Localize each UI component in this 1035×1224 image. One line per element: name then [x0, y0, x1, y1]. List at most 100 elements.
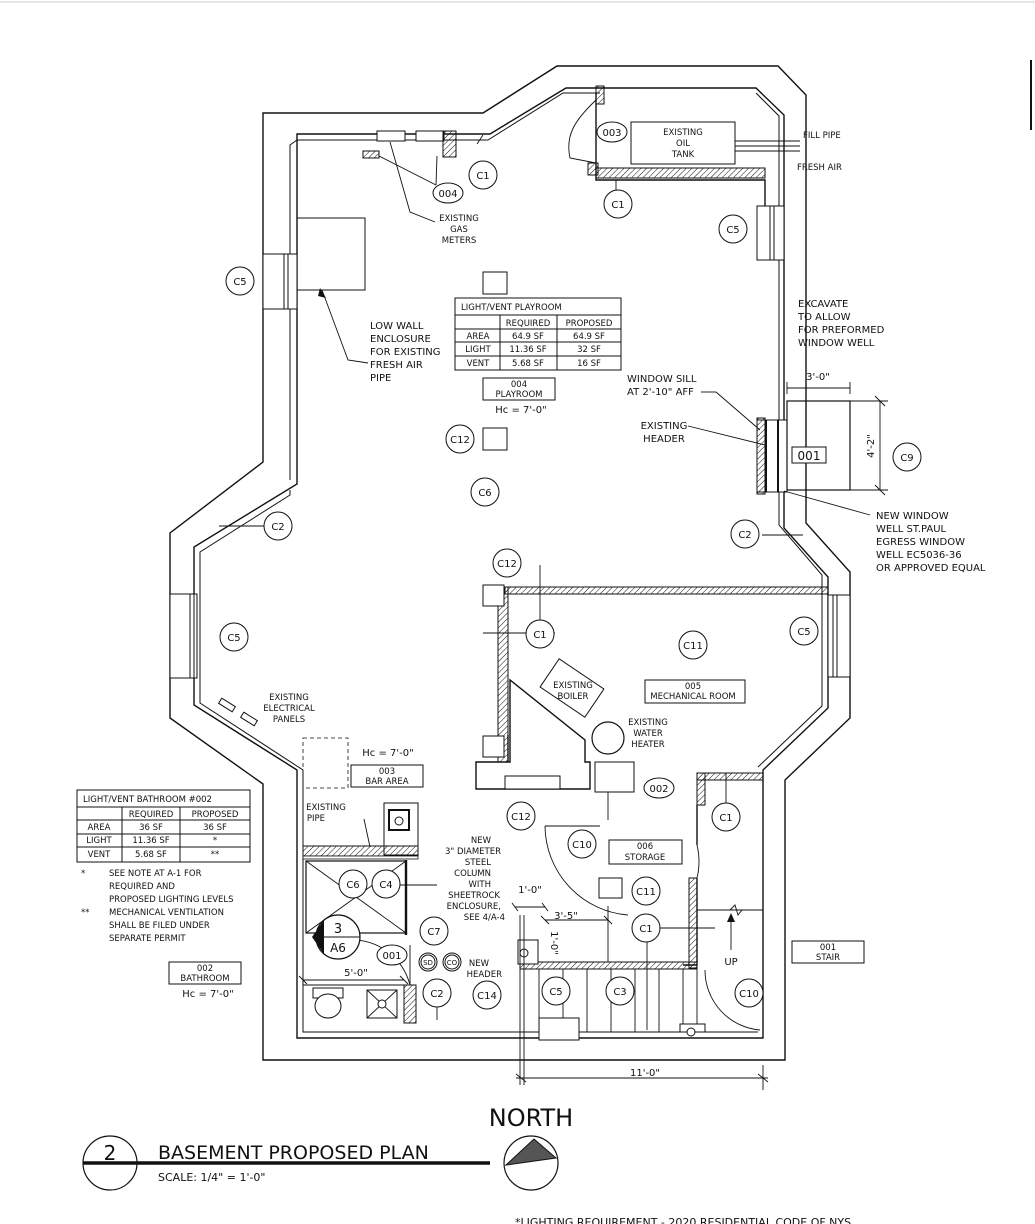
keynote-c7: C7 — [427, 927, 440, 938]
table-playroom-cell: 5.68 SF — [512, 359, 544, 369]
window-sill-label-1: WINDOW SILL — [627, 374, 697, 385]
table-playroom-cell: 11.36 SF — [509, 345, 546, 355]
note-2-line-3: SEPARATE PERMIT — [109, 934, 186, 944]
table-bathroom-cell: 11.36 SF — [132, 836, 169, 846]
dim-4-2: 4'-2" — [866, 434, 877, 458]
playroom-column-south — [482, 427, 508, 451]
keynote-c10: C10 — [739, 989, 759, 1000]
table-playroom-header: REQUIRED — [506, 319, 551, 329]
table-playroom-cell: 32 SF — [577, 345, 601, 355]
oil-tank-label-3: TANK — [671, 150, 695, 160]
door-tag-001: 001 — [382, 951, 401, 962]
keynote-tags: C1 C1 C5 C5 C12 C6 C9 C2 C2 C12 C5 C1 C1… — [219, 160, 922, 1010]
table-bathroom-cell: * — [213, 836, 217, 846]
table-bathroom-cell: LIGHT — [86, 836, 112, 846]
table-playroom-title: LIGHT/VENT PLAYROOM — [461, 303, 562, 313]
steel-column-label-5: WITH — [469, 880, 492, 890]
keynote-c5: C5 — [797, 627, 810, 638]
dimension-lines — [298, 902, 769, 1090]
new-window-label-3: EGRESS WINDOW — [876, 537, 965, 548]
bar-number: 003 — [379, 767, 395, 777]
keynote-c10: C10 — [572, 840, 592, 851]
note-1-line-2: REQUIRED AND — [109, 882, 175, 892]
annotation-labels: EXISTING OIL TANK FILL PIPE FRESH AIR EX… — [263, 128, 986, 980]
oil-tank-label-2: OIL — [676, 139, 690, 149]
oil-tank-area — [568, 85, 800, 206]
door-tags: 003 004 002 001 — [376, 121, 675, 966]
keynote-c12: C12 — [450, 435, 470, 446]
table-bathroom-cell: 5.68 SF — [135, 850, 167, 860]
table-playroom: LIGHT/VENT PLAYROOM REQUIRED PROPOSED AR… — [454, 297, 622, 371]
steel-column-label-1: NEW — [471, 836, 492, 846]
footer-note: *LIGHTING REQUIREMENT - 2020 RESIDENTIAL… — [515, 1216, 851, 1224]
window-sill-label-2: AT 2'-10" AFF — [627, 387, 694, 398]
existing-pipe-label-2: PIPE — [307, 814, 325, 824]
electrical-label-3: PANELS — [273, 715, 305, 725]
drawing-scale: SCALE: 1/4" = 1'-0" — [158, 1171, 266, 1184]
keynote-c1: C1 — [719, 813, 732, 824]
existing-pipe-label-1: EXISTING — [306, 803, 346, 813]
dim-1-0-vertical: 1'-0" — [548, 931, 559, 955]
playroom-column-north — [482, 271, 508, 295]
low-wall-label-5: PIPE — [370, 373, 391, 384]
table-playroom-cell: VENT — [467, 359, 491, 369]
table-bathroom-cell: 36 SF — [139, 823, 163, 833]
note-2-mark: ** — [81, 908, 90, 918]
note-2-line-1: MECHANICAL VENTILATION — [109, 908, 224, 918]
existing-header-label-1: EXISTING — [641, 421, 688, 432]
gas-meters-label-2: GAS — [450, 225, 468, 235]
table-playroom-header: PROPOSED — [566, 319, 613, 329]
new-header-label-1: NEW — [469, 959, 490, 969]
keynote-c2: C2 — [430, 989, 443, 1000]
keynote-c11: C11 — [636, 887, 656, 898]
keynote-c5: C5 — [726, 225, 739, 236]
new-window-label-4: WELL EC5036-36 — [876, 550, 962, 561]
keynote-c5: C5 — [233, 277, 246, 288]
room-labels: 004 PLAYROOM Hc = 7'-0" 005 MECHANICAL R… — [168, 377, 865, 1000]
keynote-c1: C1 — [476, 171, 489, 182]
new-header-label-2: HEADER — [467, 970, 502, 980]
north-label: NORTH — [489, 1104, 573, 1132]
note-1-mark: * — [81, 869, 85, 879]
general-notes: * SEE NOTE AT A-1 FOR REQUIRED AND PROPO… — [81, 869, 234, 944]
oil-tank-label-1: EXISTING — [663, 128, 703, 138]
table-bathroom-title: LIGHT/VENT BATHROOM #002 — [83, 795, 212, 805]
table-playroom-cell: LIGHT — [465, 345, 491, 355]
table-playroom-cell: 16 SF — [577, 359, 601, 369]
keynote-co: CO — [447, 959, 458, 967]
keynote-c12: C12 — [497, 559, 517, 570]
new-window-label-2: WELL ST.PAUL — [876, 524, 947, 535]
water-heater-label-2: WATER — [633, 729, 663, 739]
table-playroom-cell: AREA — [467, 332, 490, 342]
keynote-c1: C1 — [611, 200, 624, 211]
water-heater-label-3: HEATER — [631, 740, 664, 750]
steel-column-label-7: ENCLOSURE, — [447, 902, 501, 912]
low-wall-label-4: FRESH AIR — [370, 360, 423, 371]
keynote-c6: C6 — [346, 880, 359, 891]
keynote-leaders — [219, 134, 871, 1030]
electrical-panel-2 — [239, 711, 259, 727]
title-block: 2 BASEMENT PROPOSED PLAN SCALE: 1/4" = 1… — [82, 1104, 851, 1224]
electrical-label-2: ELECTRICAL — [263, 704, 315, 714]
keynote-c6: C6 — [478, 488, 491, 499]
new-window-label-1: NEW WINDOW — [876, 511, 949, 522]
keynote-c11: C11 — [683, 641, 703, 652]
steel-column-label-6: SHEETROCK — [448, 891, 500, 901]
stair-up-label: UP — [724, 957, 737, 968]
table-playroom-cell: 64.9 SF — [512, 332, 544, 342]
existing-windows — [169, 205, 851, 679]
dim-11-0: 11'-0" — [630, 1068, 660, 1079]
bar-name: BAR AREA — [365, 777, 408, 787]
keynote-c4: C4 — [379, 880, 392, 891]
bar-ceiling: Hc = 7'-0" — [362, 748, 413, 759]
excavate-label-2: TO ALLOW — [797, 312, 851, 323]
drawing-title: BASEMENT PROPOSED PLAN — [158, 1142, 429, 1164]
keynote-c1: C1 — [639, 924, 652, 935]
note-1-line-1: SEE NOTE AT A-1 FOR — [109, 869, 202, 879]
keynote-c3: C3 — [613, 987, 626, 998]
fill-pipe-label: FILL PIPE — [803, 131, 841, 141]
low-wall-label-3: FOR EXISTING — [370, 347, 441, 358]
window-well — [786, 382, 888, 496]
existing-header-label-2: HEADER — [643, 434, 685, 445]
section-number: 3 — [334, 922, 342, 937]
